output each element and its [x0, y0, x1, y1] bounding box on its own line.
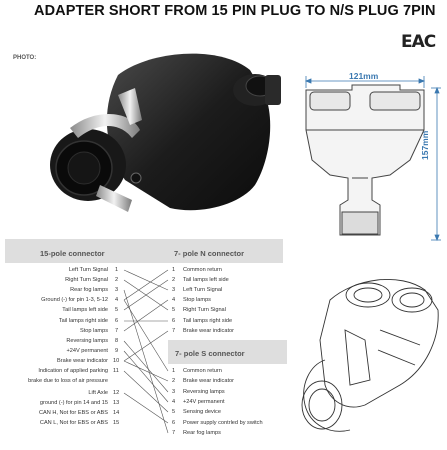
left-pin-number: 14 [113, 410, 120, 416]
left-pin-number: 13 [113, 400, 120, 406]
n-pin-label: Stop lamps [183, 297, 211, 303]
n-pin-number: 6 [172, 318, 176, 324]
n-pin-number: 7 [172, 328, 176, 334]
s-pin-number: 3 [172, 389, 176, 395]
photo-label: PHOTO: [13, 55, 37, 61]
n-pin-label: Common return [183, 267, 222, 273]
left-pin-label: Stop lamps [80, 328, 108, 334]
left-pin-number: 12 [113, 390, 120, 396]
left-pin-number: 3 [115, 287, 119, 293]
left-pin-number: 4 [115, 297, 119, 303]
s-pin-number: 7 [172, 430, 176, 436]
left-pin-number: 7 [115, 328, 119, 334]
s-pin-label: Brake wear indicator [183, 378, 234, 384]
left-pin-label: Indication of applied parking [38, 368, 108, 374]
left-pin-label: CAN L, Not for EBS or ABS [39, 420, 108, 426]
left-pin-label: Tail lamps right side [58, 318, 108, 324]
left-pin-number: 1 [115, 267, 119, 273]
n-pin-number: 4 [172, 297, 176, 303]
height-dimension: 157mm [420, 130, 430, 160]
left-pin-label: CAN H, Not for EBS or ABS [38, 410, 108, 416]
n-pin-label: Tail lamps left side [183, 277, 229, 283]
n-connector-header: 7- pole N connector [174, 249, 245, 258]
left-pin-label: Brake wear indicator [57, 358, 108, 364]
n-pin-number: 5 [172, 307, 176, 313]
left-pin-number: 5 [115, 307, 119, 313]
left-pin-number: 11 [113, 368, 119, 374]
left-pin-label: Left Turn Signal [68, 267, 108, 273]
left-pin-label: Rear fog lamps [70, 287, 108, 293]
s-pin-number: 2 [172, 378, 176, 384]
eac-mark: EAC [401, 32, 436, 52]
left-pin-number: 9 [115, 348, 119, 354]
n-pin-label: Right Turn Signal [183, 307, 226, 313]
n-pin-label: Brake wear indicator [183, 328, 234, 334]
left-pin-number: 10 [113, 358, 120, 364]
s-pin-label: +24V permanent [183, 399, 225, 405]
width-dimension: 121mm [349, 71, 379, 81]
s-connector-header-text: 7- pole S connector [175, 349, 245, 358]
left-pin-label: Right Turn Signal [65, 277, 108, 283]
s-pin-number: 5 [172, 409, 176, 415]
n-pin-number: 1 [172, 267, 176, 273]
left-pin-number: 15 [113, 420, 120, 426]
left-pin-number: 2 [115, 277, 119, 283]
left-pin-label: Lift Axle [88, 390, 108, 396]
left-pin-number: 6 [115, 318, 119, 324]
s-pin-label: Power supply contrled by switch [183, 420, 263, 426]
page-title: ADAPTER SHORT FROM 15 PIN PLUG TO N/S PL… [34, 3, 436, 19]
left-pin-label: Reversing lamps [66, 338, 108, 344]
s-pin-number: 4 [172, 399, 176, 405]
left-pin-label: brake due to loss of air pressure [28, 378, 108, 384]
s-pin-label: Sensing device [183, 409, 221, 415]
left-connector-header: 15-pole connector [40, 249, 105, 258]
s-pin-number: 6 [172, 420, 176, 426]
left-pin-label: Tail lamps left side [62, 307, 108, 313]
left-header-bar [5, 239, 283, 263]
n-pin-label: Left Turn Signal [183, 287, 223, 293]
left-pin-number: 8 [115, 338, 119, 344]
s-pin-label: Reversing lamps [183, 389, 225, 395]
left-pin-label: ground (-) for pin 14 and 15 [39, 400, 108, 406]
n-pin-number: 3 [172, 287, 176, 293]
left-pin-label: Ground (-) for pin 1-3, 5-12 [41, 297, 108, 303]
n-pin-label: Tail lamps right side [183, 318, 233, 324]
n-pin-number: 2 [172, 277, 176, 283]
s-pin-number: 1 [172, 368, 176, 374]
s-pin-label: Common return [183, 368, 222, 374]
s-header-bar [168, 340, 287, 364]
left-pin-label: +24V permanent [66, 348, 108, 354]
s-pin-label: Rear fog lamps [183, 430, 221, 436]
